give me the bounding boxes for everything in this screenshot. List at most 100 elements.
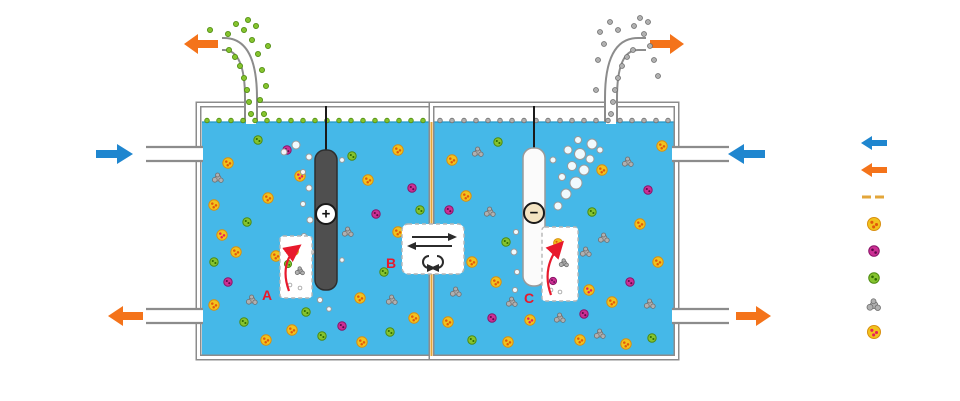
- bubble: [549, 156, 557, 164]
- surface-particle-gray: [629, 117, 635, 124]
- surface-particle-green: [396, 117, 402, 124]
- surface-particle-green: [372, 117, 378, 124]
- surface-particle-green: [288, 117, 294, 124]
- bubble: [316, 296, 324, 304]
- particle-green: [242, 217, 252, 227]
- particle-yellow: [652, 256, 664, 268]
- particle-green: [385, 327, 395, 337]
- cathode-sign-circle: [523, 202, 545, 224]
- gas-tube-left: [221, 37, 258, 124]
- circulation-arrowhead-right: [430, 264, 439, 272]
- gas-particle-green: [244, 16, 251, 23]
- gas-tube-right: [604, 37, 647, 124]
- particle-gray: [449, 286, 462, 297]
- particle-magenta: [371, 209, 381, 219]
- particle-yellow: [446, 154, 458, 166]
- legend-item-floc-gray: [866, 298, 881, 311]
- bubble: [596, 146, 604, 154]
- particle-yellow: [620, 338, 632, 350]
- surface-particle-gray: [497, 117, 503, 124]
- particle-yellow: [392, 144, 404, 156]
- surface-particle-gray: [557, 117, 563, 124]
- effluent-arrow-left: [108, 306, 143, 326]
- bubble: [553, 201, 563, 211]
- surface-particle-gray: [641, 117, 647, 124]
- bubble: [586, 138, 598, 150]
- bubble: [339, 257, 345, 263]
- bubbles-right: [510, 136, 604, 293]
- surface-particle-green: [204, 117, 210, 124]
- anode-sign-circle: [315, 203, 337, 225]
- particle-yellow: [222, 157, 234, 169]
- gas-particle-green: [240, 75, 247, 82]
- gas-particle-gray: [655, 73, 661, 79]
- particle-magenta: [407, 183, 417, 193]
- particle-green: [301, 307, 311, 317]
- gas-particle-gray: [647, 43, 653, 49]
- gas-particle-green: [206, 26, 213, 33]
- surface-particle-green: [300, 117, 306, 124]
- suspended-particles-left: [208, 135, 425, 348]
- particle-yellow: [362, 174, 374, 186]
- particle-yellow: [606, 296, 618, 308]
- legend-item-microbe-yellow: [867, 217, 881, 231]
- gas-particle-green: [232, 20, 239, 27]
- gas-particle-green: [264, 43, 271, 50]
- particle-yellow: [408, 312, 420, 324]
- gas-particle-green: [254, 51, 261, 58]
- gas-arrow-right: [650, 34, 684, 54]
- particle-green: [501, 237, 511, 247]
- bubble: [305, 184, 313, 192]
- gas-arrow-left: [184, 34, 218, 54]
- gas-particle-gray: [619, 63, 625, 69]
- gas-particle-green: [262, 83, 269, 90]
- particle-gray: [643, 298, 656, 309]
- surface-particle-gray: [473, 117, 479, 124]
- particle-yellow: [260, 334, 272, 346]
- gas-particle-green: [260, 111, 267, 118]
- surface-particle-green: [312, 117, 318, 124]
- particle-gray: [483, 206, 496, 217]
- gas-particle-green: [258, 67, 265, 74]
- exchange-arrowhead-right: [448, 233, 457, 241]
- gas-particle-green: [225, 47, 232, 54]
- influent-pipe-left: [146, 145, 203, 163]
- gas-particle-gray: [624, 54, 630, 60]
- red-arrow-a: [282, 244, 302, 292]
- particle-yellow: [354, 292, 366, 304]
- surface-particles-right: [437, 117, 671, 124]
- particle-bubble: [557, 289, 563, 295]
- surface-particle-green: [348, 117, 354, 124]
- gas-particle-gray: [601, 41, 607, 47]
- particle-yellow: [460, 190, 472, 202]
- influent-arrow-left: [96, 144, 133, 164]
- particle-magenta: [643, 185, 653, 195]
- bubble: [326, 306, 332, 312]
- anode-sign: +: [322, 206, 331, 223]
- gas-particle-gray: [610, 99, 616, 105]
- particle-magenta: [223, 277, 233, 287]
- bubble: [514, 269, 520, 275]
- label-c: C: [524, 290, 534, 306]
- legend-item-influent-arrow: [861, 136, 887, 150]
- bubble: [305, 153, 313, 161]
- effluent-pipe-left: [146, 307, 203, 325]
- effluent-arrow-icon: [861, 163, 887, 177]
- particle-yellow: [867, 217, 881, 231]
- bubble: [300, 169, 306, 175]
- bubble: [300, 201, 306, 207]
- surface-particle-green: [216, 117, 222, 124]
- exchange-box-b: [401, 223, 465, 275]
- influent-arrow-right: [728, 144, 765, 164]
- legend: [861, 136, 887, 339]
- particle-green: [415, 205, 425, 215]
- effluent-arrow-right: [736, 306, 771, 326]
- particle-magenta: [579, 309, 589, 319]
- legend-item-particle-magenta: [868, 245, 880, 257]
- particle-yellow: [286, 324, 298, 336]
- surface-particle-green: [252, 117, 258, 124]
- suspended-particles-right: [442, 137, 668, 350]
- bubble: [578, 164, 590, 176]
- particle-green: [379, 267, 389, 277]
- particle-green: [647, 333, 657, 343]
